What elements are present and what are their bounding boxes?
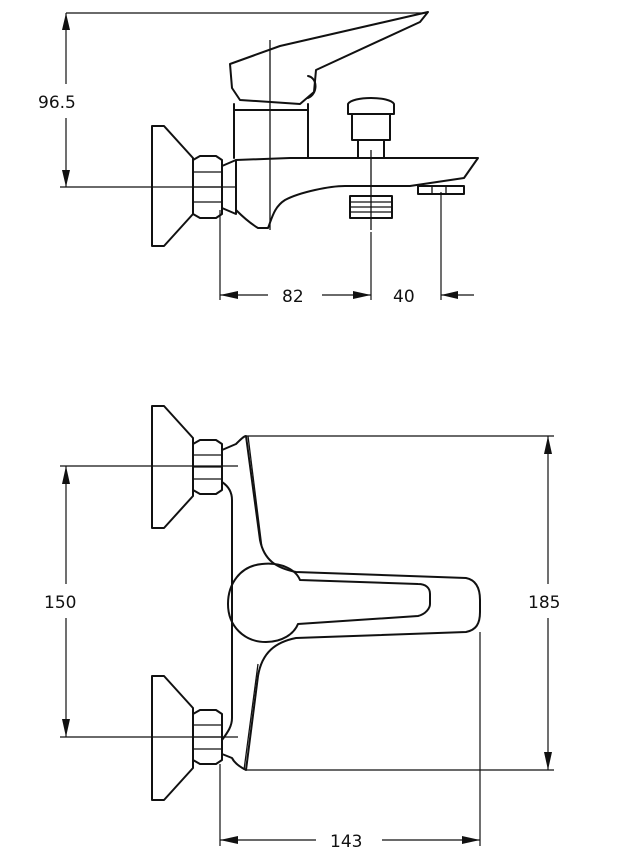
side-wall-flange bbox=[151, 125, 194, 247]
side-cartridge-housing bbox=[233, 103, 309, 159]
side-shower-thread bbox=[349, 195, 393, 219]
dim-label-spout: 40 bbox=[393, 287, 415, 307]
side-mixer-body bbox=[235, 157, 479, 229]
top-lever-handle bbox=[227, 562, 431, 643]
top-upper-hex-nut bbox=[192, 439, 223, 495]
top-lower-hex-nut bbox=[192, 709, 223, 765]
dim-label-height: 96.5 bbox=[38, 93, 76, 113]
top-lower-flange bbox=[151, 675, 194, 801]
side-aerator bbox=[417, 185, 465, 195]
side-hex-nut bbox=[192, 155, 223, 219]
side-lever-pivot bbox=[307, 75, 317, 99]
side-view: 96.5 82 40 bbox=[38, 11, 479, 307]
top-view: 150 185 143 bbox=[44, 405, 560, 852]
dim-label-depth: 82 bbox=[282, 287, 304, 307]
dim-label-depth-top: 143 bbox=[330, 832, 362, 852]
top-upper-flange bbox=[151, 405, 194, 529]
side-lever-handle bbox=[229, 11, 429, 105]
side-diverter-knob bbox=[347, 97, 395, 115]
dim-label-inlet-spacing: 150 bbox=[44, 593, 76, 613]
top-mixer-body bbox=[221, 435, 481, 771]
dim-label-body-width: 185 bbox=[528, 593, 560, 613]
